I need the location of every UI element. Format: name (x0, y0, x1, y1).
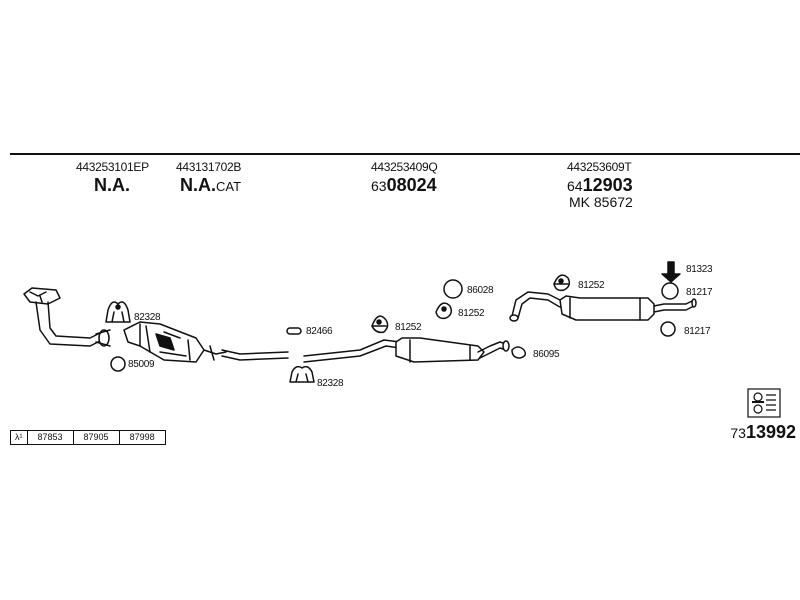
fitting-kit-icon (747, 388, 781, 418)
label-hanger-81252-rear: 81252 (578, 280, 605, 291)
part-number-rear-silencer: 443253609T (567, 160, 632, 174)
label-ring-81217-top: 81217 (686, 287, 713, 298)
intermediate-pipe-drawing (221, 349, 289, 361)
ring-81217-top-drawing (661, 282, 679, 300)
ring-86095-drawing (511, 346, 527, 359)
label-clamp-82328-mid: 82328 (317, 378, 344, 389)
ring-85009-drawing (110, 356, 126, 372)
table-cell: 87905 (72, 431, 119, 444)
table-cell: 87853 (26, 431, 73, 444)
part-name-front-pipe: N.A. (94, 175, 130, 195)
label-bracket-81323: 81323 (686, 264, 713, 275)
part-number-catalyst: 443131702B (176, 160, 242, 174)
sleeve-82466-drawing (286, 327, 302, 335)
lambda-sensor-table: λ¹ 87853 87905 87998 (10, 430, 166, 445)
label-clamp-82328: 82328 (134, 312, 161, 323)
mounting-kit-code: MK 85672 (569, 194, 633, 210)
hanger-81252-rear-drawing (553, 274, 571, 292)
label-hanger-81252: 81252 (458, 308, 485, 319)
clamp-82328-mid-drawing (289, 365, 315, 383)
ring-86028-drawing (443, 279, 463, 299)
bracket-81323-drawing (661, 261, 681, 283)
label-ring-81217-bottom: 81217 (684, 326, 711, 337)
lambda-symbol: λ¹ (15, 432, 23, 442)
table-cell: 87998 (118, 431, 165, 444)
label-ring-86028: 86028 (467, 285, 494, 296)
top-separator-line (10, 153, 800, 155)
part-code-rear-silencer: 6412903 (567, 175, 633, 195)
hanger-81252-mid-drawing (371, 315, 389, 334)
hanger-81252-drawing (435, 302, 453, 320)
label-ring-86095: 86095 (533, 349, 560, 360)
catalyst-drawing (123, 321, 227, 363)
part-number-front-pipe: 443253101EP (76, 160, 149, 174)
label-ring-85009: 85009 (128, 359, 155, 370)
middle-pipe-drawing (303, 339, 401, 363)
complete-system-reference: 7313992 (730, 422, 796, 442)
part-number-middle-silencer: 443253409Q (371, 160, 438, 174)
front-pipe-drawing (23, 287, 111, 347)
part-code-middle-silencer: 6308024 (371, 175, 437, 195)
middle-silencer-drawing (395, 337, 510, 363)
ring-81217-bottom-drawing (660, 321, 676, 337)
clamp-82328-drawing (105, 301, 131, 323)
label-sleeve-82466: 82466 (306, 326, 333, 337)
label-hanger-81252-mid: 81252 (395, 322, 422, 333)
rear-silencer-drawing (509, 291, 697, 322)
part-name-catalyst: N.A.CAT (180, 175, 242, 195)
